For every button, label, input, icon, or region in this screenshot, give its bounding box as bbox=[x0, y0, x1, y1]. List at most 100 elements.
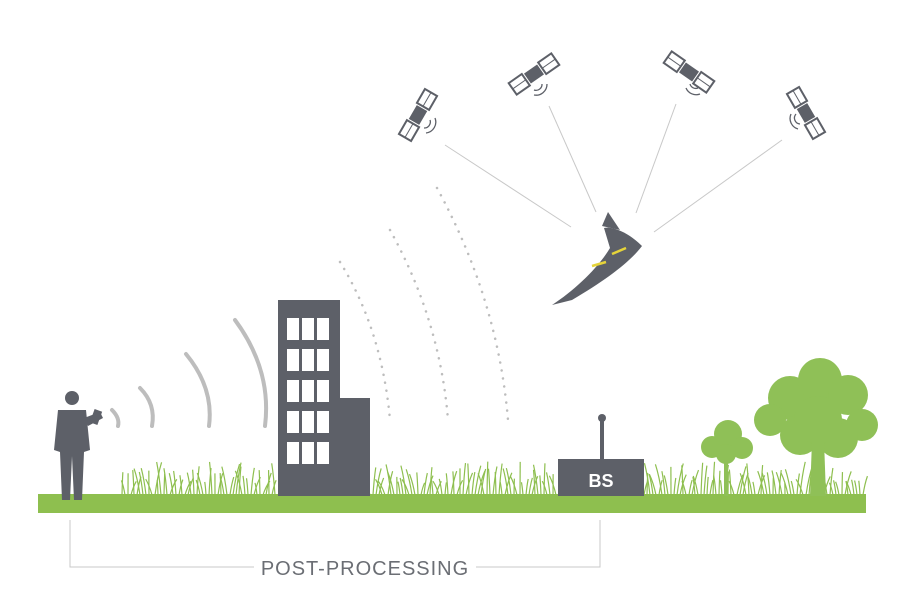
grass-blade bbox=[654, 464, 663, 496]
satellite-signal-lines bbox=[444, 103, 783, 233]
operator-with-tablet-icon bbox=[54, 391, 103, 500]
grass-blade bbox=[799, 461, 806, 496]
grass-blade bbox=[766, 472, 771, 496]
grass-blade bbox=[254, 482, 258, 496]
grass-blade bbox=[709, 479, 714, 496]
grass-blade bbox=[397, 481, 401, 496]
grass-blade bbox=[471, 471, 476, 496]
grass-blade bbox=[780, 472, 789, 496]
grass-blade bbox=[426, 475, 434, 496]
building-window bbox=[317, 318, 329, 340]
grass-blade bbox=[681, 465, 684, 496]
building-window bbox=[287, 411, 299, 433]
grass-blade bbox=[120, 480, 126, 496]
building-window bbox=[302, 349, 314, 371]
grass-blade bbox=[862, 475, 869, 496]
grass-blade bbox=[477, 473, 485, 496]
grass-blade bbox=[232, 463, 241, 496]
grass-blade bbox=[219, 477, 225, 496]
grass-blade bbox=[432, 480, 440, 496]
satellite-icon bbox=[507, 51, 561, 97]
grass-blade bbox=[525, 478, 529, 496]
grass-blade bbox=[736, 474, 744, 496]
grass-blade bbox=[499, 481, 503, 496]
grass-blade bbox=[844, 471, 852, 496]
grass-blade bbox=[539, 475, 542, 496]
grass-blade bbox=[229, 476, 235, 496]
grass-blade bbox=[221, 466, 228, 496]
grass-blade bbox=[681, 480, 687, 496]
grass-blade bbox=[828, 482, 834, 496]
grass-blade bbox=[219, 473, 222, 496]
grass-blade bbox=[502, 468, 509, 496]
grass-blade bbox=[169, 478, 178, 496]
grass-blade bbox=[271, 463, 276, 496]
grass-blade bbox=[196, 466, 200, 496]
building-window bbox=[302, 411, 314, 433]
grass-blade bbox=[138, 471, 144, 496]
grass-blade bbox=[400, 465, 407, 496]
grass-blade bbox=[692, 476, 696, 496]
operator-signal-arcs bbox=[110, 318, 269, 428]
grass-blade bbox=[746, 463, 750, 496]
grass-blade bbox=[492, 466, 498, 496]
grass-blade bbox=[372, 467, 377, 496]
post-processing-bracket bbox=[69, 520, 601, 568]
grass-blade bbox=[661, 471, 666, 496]
building-window bbox=[317, 442, 329, 464]
ground bbox=[38, 494, 866, 513]
grass-blade bbox=[452, 471, 455, 496]
grass-blade bbox=[778, 470, 782, 496]
base-station-antenna-icon: BS bbox=[558, 414, 644, 496]
grass-blade bbox=[184, 480, 192, 496]
grass-blade bbox=[375, 468, 382, 496]
grass-blade bbox=[494, 471, 497, 496]
grass-blade bbox=[154, 462, 163, 496]
dotted-signal-arcs bbox=[338, 186, 510, 422]
tree-icon bbox=[701, 420, 753, 496]
grass-blade bbox=[258, 470, 261, 496]
grass-blade bbox=[532, 469, 536, 496]
grass-blade bbox=[505, 467, 512, 496]
building-window bbox=[287, 318, 299, 340]
grass-blade bbox=[156, 461, 162, 496]
grass-blade bbox=[405, 469, 413, 496]
grass-blade bbox=[739, 473, 747, 496]
grass-blade bbox=[242, 475, 246, 496]
building-window bbox=[317, 349, 329, 371]
grass-blade bbox=[504, 472, 513, 496]
satellite-icon bbox=[785, 85, 827, 141]
grass-blade bbox=[541, 480, 548, 496]
grass-blade bbox=[250, 467, 255, 496]
grass-blade bbox=[186, 472, 192, 496]
building-window bbox=[302, 318, 314, 340]
grass-blade bbox=[163, 468, 168, 496]
building-window bbox=[317, 380, 329, 402]
grass-blade bbox=[832, 480, 837, 496]
grass-blade bbox=[195, 479, 201, 496]
grass-blade bbox=[663, 475, 669, 496]
base-station-label: BS bbox=[588, 471, 613, 491]
grass-blade bbox=[420, 482, 426, 496]
grass-blade bbox=[377, 480, 386, 496]
grass-blade bbox=[140, 468, 147, 496]
grass-blade bbox=[399, 477, 404, 496]
grass-blade bbox=[752, 481, 756, 496]
grass-blade bbox=[467, 463, 470, 496]
grass-blade bbox=[163, 473, 166, 496]
grass-blade bbox=[790, 480, 795, 496]
grass-blade bbox=[387, 471, 394, 496]
grass-blade bbox=[520, 482, 524, 496]
grass-blade bbox=[854, 480, 858, 496]
grass-blade bbox=[728, 469, 732, 496]
grass-blade bbox=[548, 475, 557, 496]
grass-blade bbox=[145, 478, 153, 496]
grass-blade bbox=[196, 472, 204, 496]
grass-blade bbox=[829, 467, 834, 496]
grass-blade bbox=[416, 472, 419, 496]
grass-blade bbox=[795, 478, 804, 496]
grass-blade bbox=[438, 478, 443, 496]
building-window bbox=[287, 349, 299, 371]
grass-blade bbox=[156, 480, 159, 496]
